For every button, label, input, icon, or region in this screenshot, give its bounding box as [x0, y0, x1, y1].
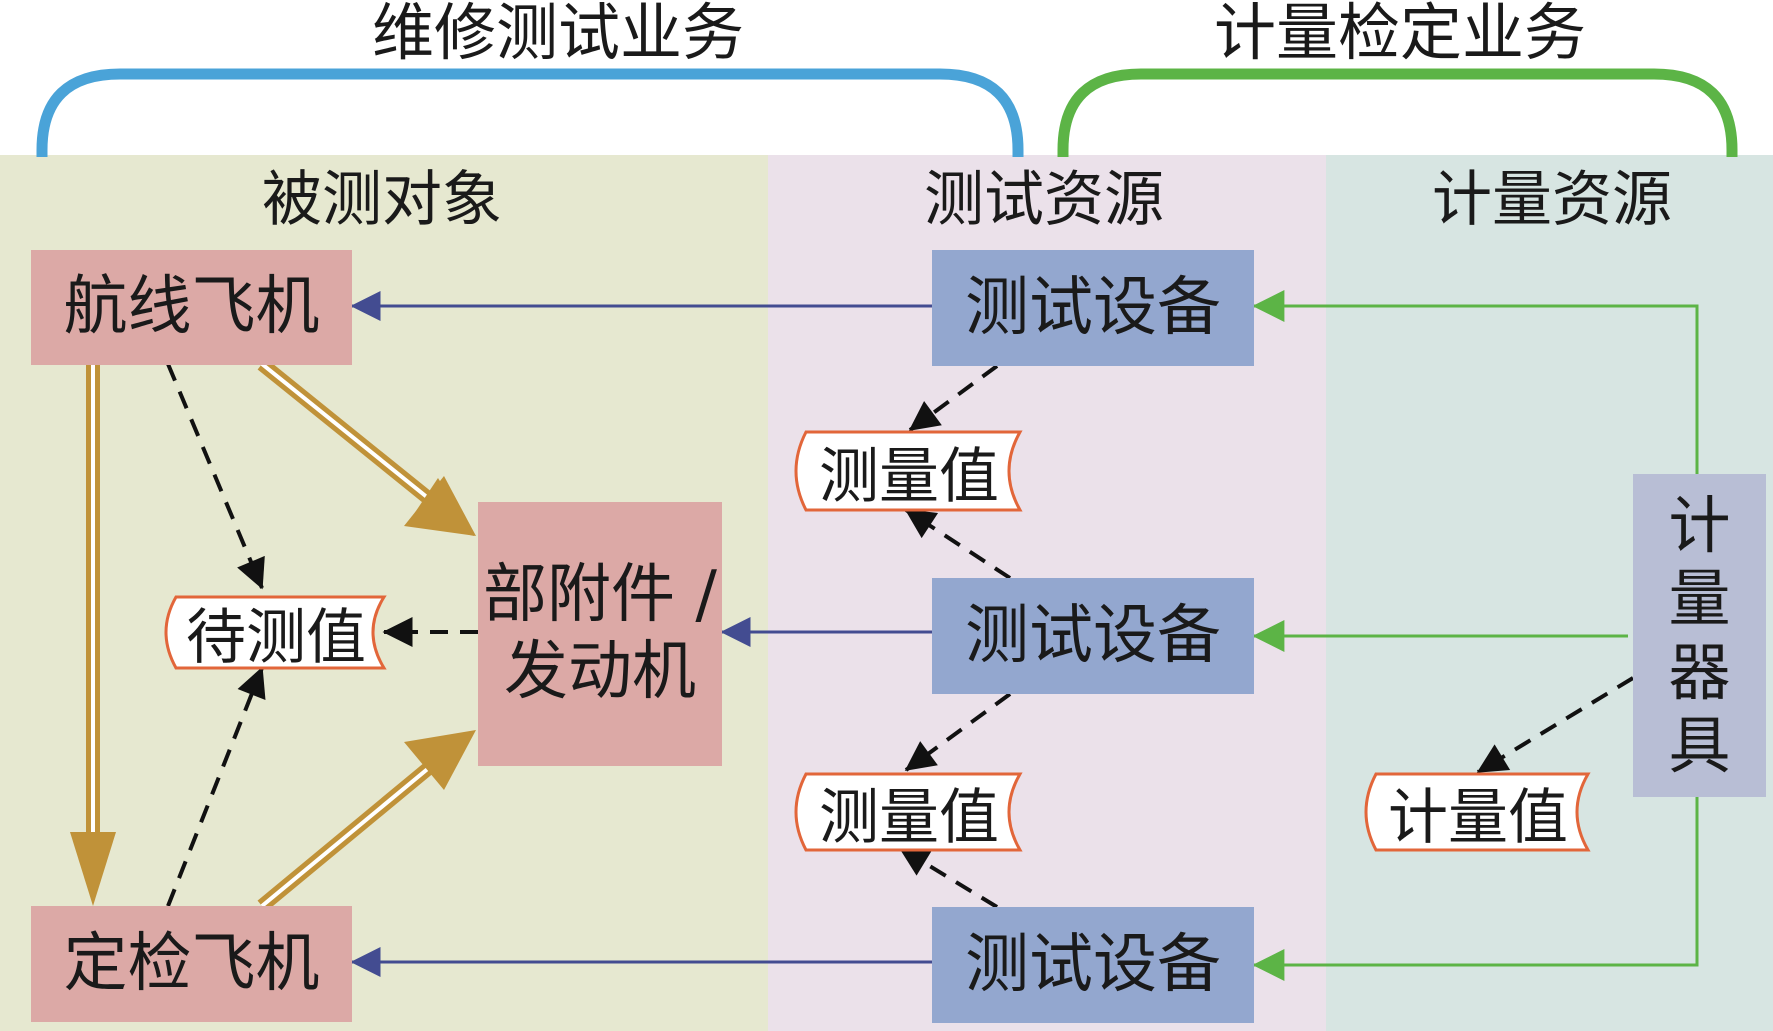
measured-value-label-2: 测量值	[819, 782, 999, 853]
dashed-inspection-aircraft-to-pending	[166, 666, 266, 907]
measured-value-1-tag-shape	[794, 430, 1023, 512]
test-device-box-2: 测试设备	[932, 578, 1254, 694]
pending-value-tag: 待测值	[168, 597, 384, 673]
metrology-instrument-box: 计 量 器 具	[1633, 474, 1766, 797]
components-label: 部附件 /	[483, 558, 717, 633]
test-device-box-1: 测试设备	[932, 250, 1254, 366]
test-device-label-3: 测试设备	[965, 927, 1221, 1002]
inspection-aircraft-box: 定检飞机	[31, 906, 352, 1022]
metrology-value-label: 计量值	[1388, 782, 1568, 853]
measured-value-tag-2: 测量值	[798, 774, 1020, 853]
dashed-device2-to-measured2	[904, 692, 1012, 772]
metrology-value-tag-shape	[1364, 772, 1591, 852]
test-resources-title: 测试资源	[924, 165, 1164, 235]
test-device-box-3: 测试设备	[932, 907, 1254, 1023]
instrument-char-2: 量	[1668, 562, 1731, 636]
pending-value-tag-shape	[164, 595, 387, 670]
dashed-device2-to-measured1	[904, 508, 1012, 580]
instrument-char-4: 具	[1668, 708, 1731, 782]
test-device-label-2: 测试设备	[965, 598, 1221, 673]
test-device-label-1: 测试设备	[965, 270, 1221, 345]
pending-value-label: 待测值	[186, 603, 366, 673]
arrow-instrument-to-device3	[1252, 797, 1699, 981]
arrow-instrument-to-device1	[1252, 290, 1699, 474]
metrology-resources-title: 计量资源	[1432, 165, 1672, 235]
dashed-line-aircraft-to-pending	[166, 363, 265, 590]
line-aircraft-box: 航线飞机	[31, 250, 352, 365]
dashed-device1-to-measured1	[908, 364, 999, 432]
instrument-char-3: 器	[1668, 635, 1731, 709]
inspection-aircraft-label: 定检飞机	[63, 926, 320, 1001]
line-aircraft-label: 航线飞机	[63, 270, 320, 345]
flow-inspection-aircraft-to-components	[257, 730, 476, 912]
flow-line-aircraft-to-inspection	[70, 364, 116, 906]
components-engine-box: 部附件 / 发动机	[478, 502, 722, 766]
measured-value-label-1: 测量值	[819, 441, 999, 512]
dashed-device3-to-measured2	[898, 846, 999, 909]
measured-value-tag-1: 测量值	[798, 432, 1020, 512]
flow-line-aircraft-to-components	[257, 358, 476, 536]
instrument-char-1: 计	[1668, 489, 1731, 563]
dashed-instrument-to-metrology-value	[1476, 676, 1635, 774]
metrology-brace	[1057, 68, 1738, 157]
measured-value-2-tag-shape	[794, 772, 1023, 852]
repair-brace	[36, 68, 1024, 157]
metrology-business-title: 计量检定业务	[1214, 0, 1587, 69]
engine-label: 发动机	[504, 635, 696, 709]
metrology-value-tag: 计量值	[1368, 774, 1588, 853]
repair-business-title: 维修测试业务	[372, 0, 745, 69]
tested-objects-title: 被测对象	[262, 165, 502, 235]
